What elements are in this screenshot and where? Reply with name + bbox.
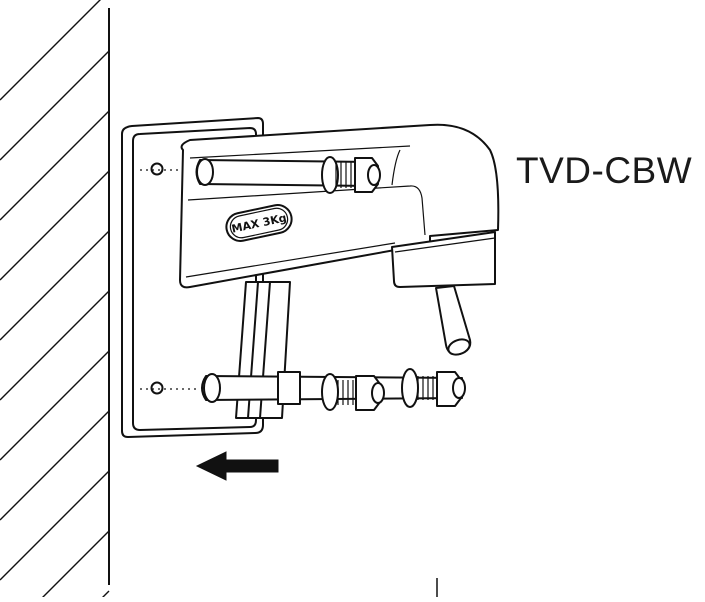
wall — [0, 0, 110, 602]
load-badge: MAX 3Kg — [225, 204, 293, 242]
mounting-hole-top — [150, 162, 164, 176]
bottom-washer-1 — [321, 373, 339, 411]
top-washer — [321, 156, 339, 194]
model-label: TVD-CBW — [516, 150, 693, 191]
arrow-left-icon — [195, 451, 279, 481]
mounting-hole-bottom — [150, 381, 164, 395]
top-bolt — [195, 156, 381, 194]
mount-pin — [435, 285, 472, 356]
camera-mount-block — [391, 231, 496, 288]
wall-hatch — [0, 0, 110, 602]
bottom-bolt — [201, 368, 466, 411]
bottom-washer-2 — [401, 368, 419, 408]
